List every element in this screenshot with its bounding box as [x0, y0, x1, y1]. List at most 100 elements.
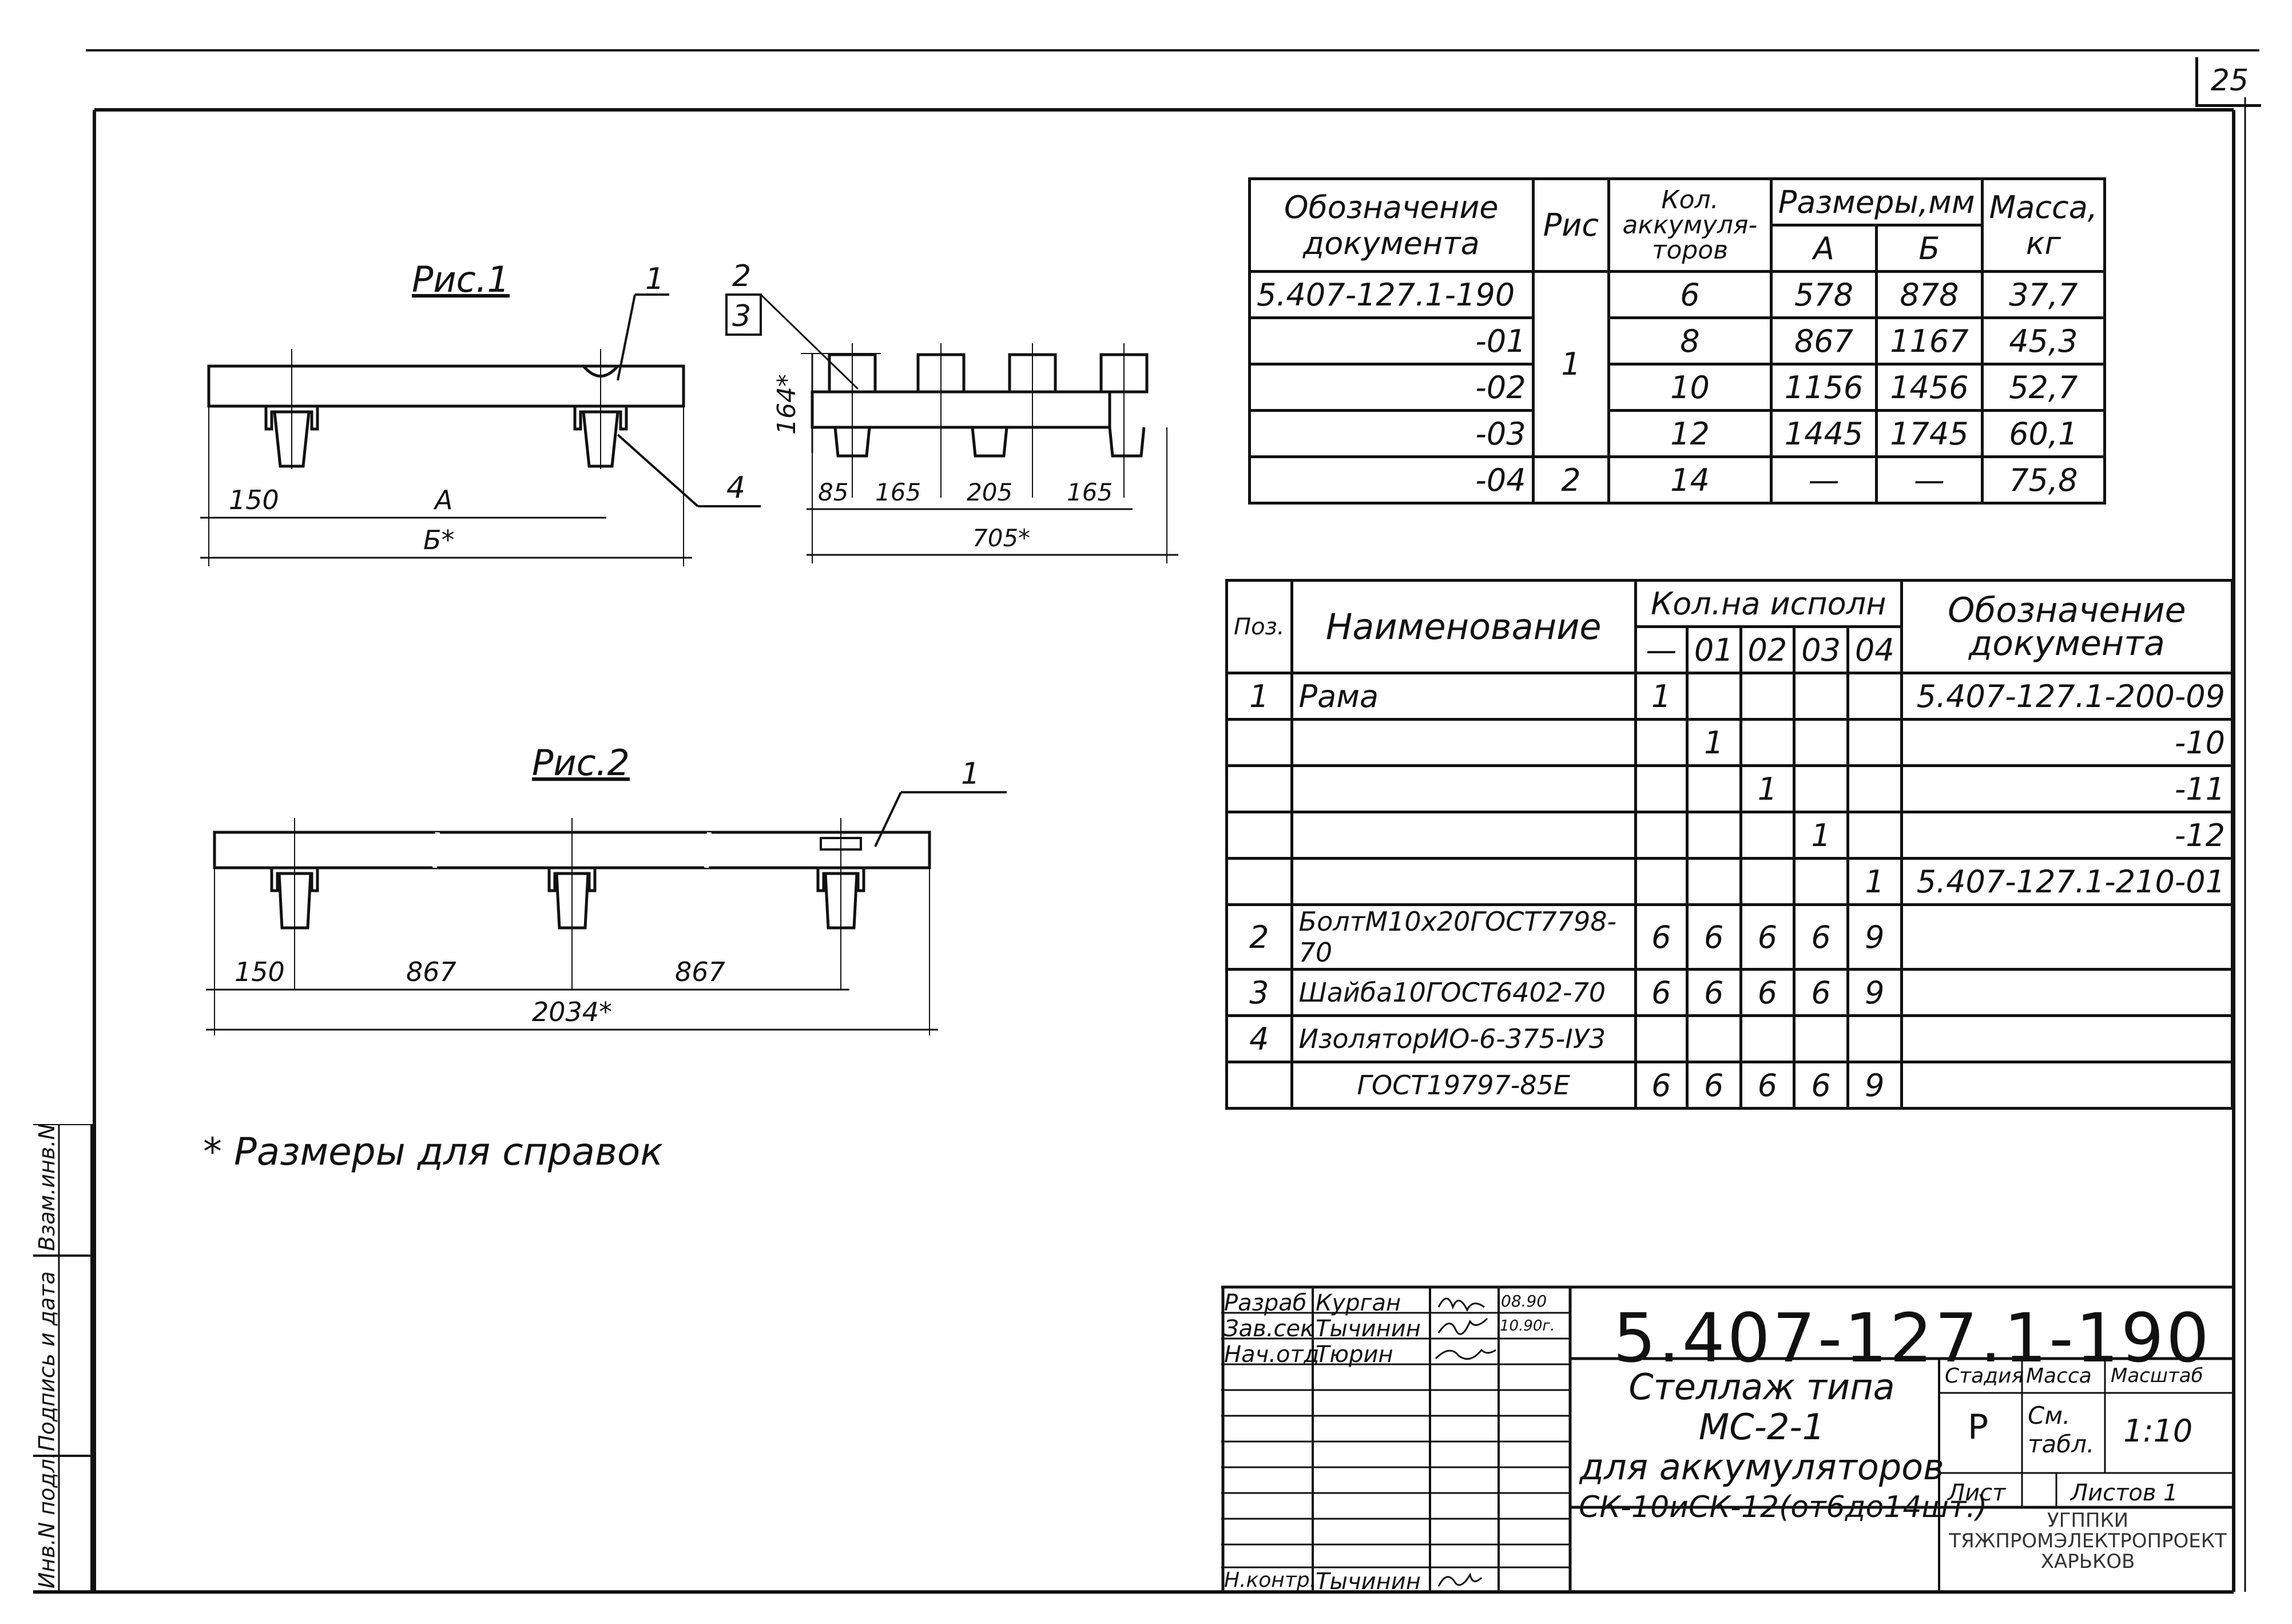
fig1-dim-a: А — [433, 485, 452, 515]
parts-cell-pos: 3 — [1225, 968, 1293, 1017]
table-row: 1 5.407-127.1-210-01 — [1225, 857, 2234, 906]
spec-cell-a: 1445 — [1769, 409, 1878, 458]
spec-cell-a: 867 — [1769, 316, 1878, 366]
spec-cell-a: — — [1769, 455, 1878, 505]
table-row: 1 -11 — [1225, 764, 2234, 813]
parts-cell-qty — [1846, 811, 1903, 860]
table-row: 4 ИзоляторИО-6-375-ІУ3 — [1225, 1014, 2234, 1063]
parts-cell-qty — [1739, 1014, 1796, 1063]
fig1-leader-1: 1 — [645, 262, 664, 296]
parts-cell-qty — [1685, 764, 1742, 813]
spec-cell-b: — — [1875, 455, 1984, 505]
fig2-dim-867a: 867 — [406, 956, 456, 987]
parts-cell-pos — [1225, 764, 1293, 813]
parts-cell-doc — [1900, 968, 2234, 1017]
fig1-caption: Рис.1 — [412, 259, 510, 300]
reference-note: * Размеры для справок — [203, 1130, 664, 1174]
table-row: ГОСТ19797-85Е 6 6 6 6 9 — [1225, 1061, 2234, 1110]
parts-cell-qty: 6 — [1634, 968, 1689, 1017]
parts-header-variant: 01 — [1685, 625, 1742, 674]
table-row: -03 12 1445 1745 60,1 — [1248, 409, 2107, 458]
fig1-leader-3: 3 — [732, 299, 751, 333]
tb-sheets-label: Листов 1 — [2071, 1480, 2178, 1506]
fig1-dim-165b: 165 — [1067, 478, 1113, 506]
tb-norm-role: Н.контр. — [1224, 1569, 1317, 1592]
spec-cell-mass: 75,8 — [1980, 455, 2107, 505]
parts-header-variant: 02 — [1739, 625, 1796, 674]
parts-cell-qty — [1739, 718, 1796, 767]
spec-header-designation: Обозначение документа — [1248, 177, 1535, 273]
table-row: 2 БолтМ10х20ГОСТ7798-70 6 6 6 6 9 — [1225, 903, 2234, 971]
fig2-leader-1: 1 — [961, 757, 980, 791]
table-row: -04 2 14 — — 75,8 — [1248, 455, 2107, 505]
parts-cell-qty — [1793, 672, 1849, 721]
parts-cell-qty — [1793, 857, 1849, 906]
parts-cell-qty — [1634, 857, 1689, 906]
fig1-dim-b: Б* — [423, 525, 455, 555]
spec-header-fig: Рис — [1531, 177, 1611, 273]
product-line-2: для аккумуляторов — [1579, 1446, 1944, 1488]
fig1-dim-85: 85 — [818, 478, 848, 506]
title-block-grid — [1221, 1285, 2234, 1592]
table-row: -01 8 867 1167 45,3 — [1248, 316, 2107, 366]
spec-cell-qty: 10 — [1607, 363, 1773, 412]
table-row: 3 Шайба10ГОСТ6402-70 6 6 6 6 9 — [1225, 968, 2234, 1017]
spec-cell-mass: 45,3 — [1980, 316, 2107, 366]
spec-cell-b: 1167 — [1875, 316, 1984, 366]
parts-cell-name: Рама — [1290, 672, 1637, 721]
spec-cell-mass: 52,7 — [1980, 363, 2107, 412]
parts-cell-qty: 6 — [1793, 1061, 1849, 1110]
parts-cell-doc: 5.407-127.1-210-01 — [1900, 857, 2234, 906]
parts-cell-name: БолтМ10х20ГОСТ7798-70 — [1290, 903, 1637, 971]
parts-cell-pos — [1225, 811, 1293, 860]
parts-header-variant: 04 — [1846, 625, 1903, 674]
parts-cell-qty: 1 — [1793, 811, 1849, 860]
signatures — [1435, 1297, 1496, 1587]
document-code: 5.407-127.1-190 — [1613, 1299, 2212, 1377]
parts-cell-qty: 6 — [1739, 1061, 1796, 1110]
fig1-dim-705: 705* — [972, 524, 1030, 552]
fig2-dim-867b: 867 — [675, 956, 725, 987]
tb-mass-value: См. табл. — [2028, 1401, 2095, 1458]
tb-date-0: 08.90 — [1501, 1292, 1547, 1311]
table-row: 5.407-127.1-190 1 6 578 878 37,7 — [1248, 270, 2107, 458]
table-row: 1 -10 — [1225, 718, 2234, 767]
spec-cell-qty: 12 — [1607, 409, 1773, 458]
tb-role-1: Зав.сек — [1224, 1316, 1314, 1342]
tb-role-0: Разраб — [1224, 1290, 1307, 1316]
parts-cell-qty: 1 — [1846, 857, 1903, 906]
parts-cell-qty: 6 — [1793, 903, 1849, 971]
spec-cell-fig: 2 — [1531, 455, 1611, 505]
parts-cell-qty: 9 — [1846, 903, 1903, 971]
parts-cell-qty — [1739, 857, 1796, 906]
spec-cell-designation: -03 — [1248, 409, 1535, 458]
side-label-replace: Взам.инв.N — [34, 1123, 59, 1251]
parts-cell-pos — [1225, 1061, 1293, 1110]
tb-date-1: 10.90г. — [1500, 1317, 1555, 1335]
spec-header-b: Б — [1875, 224, 1984, 273]
spec-cell-b: 1456 — [1875, 363, 1984, 412]
spec-cell-a: 1156 — [1769, 363, 1878, 412]
parts-cell-qty: 1 — [1685, 718, 1742, 767]
parts-cell-qty — [1685, 857, 1742, 906]
org-line-1: УГППКИ — [2047, 1509, 2129, 1532]
parts-cell-name — [1290, 811, 1637, 860]
parts-cell-qty: 9 — [1846, 1061, 1903, 1110]
fig1-dim-165a: 165 — [875, 478, 921, 506]
side-label-inv: Инв.N подл. — [34, 1452, 59, 1589]
parts-table: Поз. Наименование Кол.на исполн Обозначе… — [1225, 579, 2234, 1110]
parts-cell-pos: 2 — [1225, 903, 1293, 971]
parts-cell-qty: 6 — [1634, 1061, 1689, 1110]
tb-name-1: Тычинин — [1316, 1316, 1421, 1342]
parts-cell-name — [1290, 718, 1637, 767]
parts-cell-qty — [1793, 1014, 1849, 1063]
fig2-caption: Рис.2 — [532, 742, 630, 784]
parts-cell-name: Шайба10ГОСТ6402-70 — [1290, 968, 1637, 1017]
side-strip: Инв.N подл. Подпись и дата Взам.инв.N — [33, 1123, 93, 1592]
fig2-dim-150: 150 — [235, 956, 285, 987]
product-title: Стеллаж типа МС-2-1 для аккумуляторов СК… — [1579, 1367, 1987, 1527]
spec-cell-b: 878 — [1875, 270, 1984, 319]
tb-role-2: Нач.отд — [1224, 1341, 1320, 1368]
parts-cell-qty — [1634, 811, 1689, 860]
